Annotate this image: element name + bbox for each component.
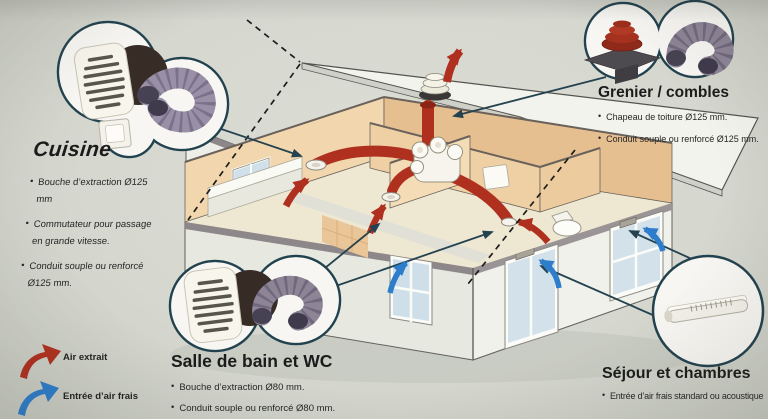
list-item: •Conduit souple ou renforcé Ø80 mm. (171, 402, 336, 415)
section-cuisine-title: Cuisine (32, 138, 113, 161)
list-item: •Conduit souple ou renforcé Ø125 mm. (598, 132, 759, 144)
flexible-duct-icon (137, 67, 216, 133)
extraction-fan-icon (73, 42, 135, 120)
ceiling-vents (305, 159, 517, 227)
bullet-dot: • (602, 390, 605, 400)
flexible-duct-icon (666, 22, 734, 76)
blue-arrow-left-window (387, 260, 409, 294)
red-duct-wc (434, 166, 514, 226)
sdb-bubble (168, 254, 342, 353)
section-salle-de-bain: Salle de bain et WC •Bouche d’extraction… (171, 351, 335, 419)
section-sejour: Séjour et chambres •Entrée d’air frais s… (602, 365, 764, 411)
speed-switch-icon (98, 118, 132, 150)
bathroom-tiled-wall (321, 215, 369, 258)
section-salle-de-bain-bullets: •Bouche d’extraction Ø80 mm. •Conduit so… (171, 381, 335, 417)
connector-sejour-1 (539, 265, 656, 317)
roof-cap (419, 73, 451, 101)
legend-icons (18, 344, 61, 416)
section-sejour-bullets: •Entrée d’air frais standard ou acoustiq… (602, 390, 764, 404)
sejour-bubble (651, 254, 765, 368)
red-arrow-roof-exhaust (443, 48, 464, 83)
section-cuisine-bullets: •Bouche d’extraction Ø125 mm •Commutateu… (18, 174, 166, 293)
red-arrow-wc (516, 217, 551, 245)
extraction-fan-icon (183, 266, 243, 344)
cuisine-bubble (56, 20, 230, 159)
fresh-air-arrows (387, 226, 666, 294)
list-item: •Entrée d’air frais standard ou acoustiq… (602, 390, 764, 401)
list-item: •Conduit souple ou renforcé Ø125 mm. (18, 258, 158, 292)
bullet-dot: • (171, 381, 175, 392)
furniture-box (482, 164, 510, 190)
list-item: •Commutateur pour passage en grande vite… (23, 216, 163, 250)
air-inlet-grille (619, 216, 637, 229)
section-salle-de-bain-title: Salle de bain et WC (171, 351, 333, 371)
section-sejour-title: Séjour et chambres (602, 365, 751, 382)
list-item: •Chapeau de toiture Ø125 mm. (598, 111, 728, 122)
section-cuisine: Cuisine •Bouche d’extraction Ø125 mm •Co… (17, 138, 170, 301)
roof-cap-icon (583, 20, 662, 84)
section-grenier: Grenier / combles •Chapeau de toiture Ø1… (598, 84, 759, 154)
section-grenier-bullets: •Chapeau de toiture Ø125 mm. •Conduit so… (598, 111, 759, 146)
red-arrow-kitchen (282, 177, 310, 208)
blue-arrow-door (538, 258, 562, 289)
bullet-dot: • (598, 132, 602, 143)
toilet (551, 210, 582, 237)
window-right-wall-door (504, 243, 559, 350)
hallway-floor (286, 192, 490, 263)
connector-sdb-2 (329, 230, 494, 289)
section-grenier-title: Grenier / combles (598, 84, 729, 101)
connector-grenier (452, 76, 607, 119)
air-extrait-arrow-icon (20, 344, 61, 379)
legend-label-air-frais: Entrée d’air frais (63, 391, 138, 402)
bullet-dot: • (171, 402, 175, 414)
air-inlet-icon (664, 294, 749, 323)
blue-arrow-right-window (642, 226, 666, 252)
list-item: •Bouche d’extraction Ø80 mm. (171, 381, 305, 393)
legend-label-air-extrait: Air extrait (63, 352, 108, 363)
flexible-duct-icon (252, 275, 323, 331)
vmc-central-unit (410, 136, 463, 183)
grenier-bubble (583, 0, 735, 84)
bullet-dot: • (598, 111, 602, 121)
air-frais-arrow-icon (18, 381, 59, 416)
dashed-guide-lines (187, 19, 576, 285)
duct-collar (420, 101, 436, 109)
list-item: •Bouche d’extraction Ø125 mm (27, 174, 167, 208)
